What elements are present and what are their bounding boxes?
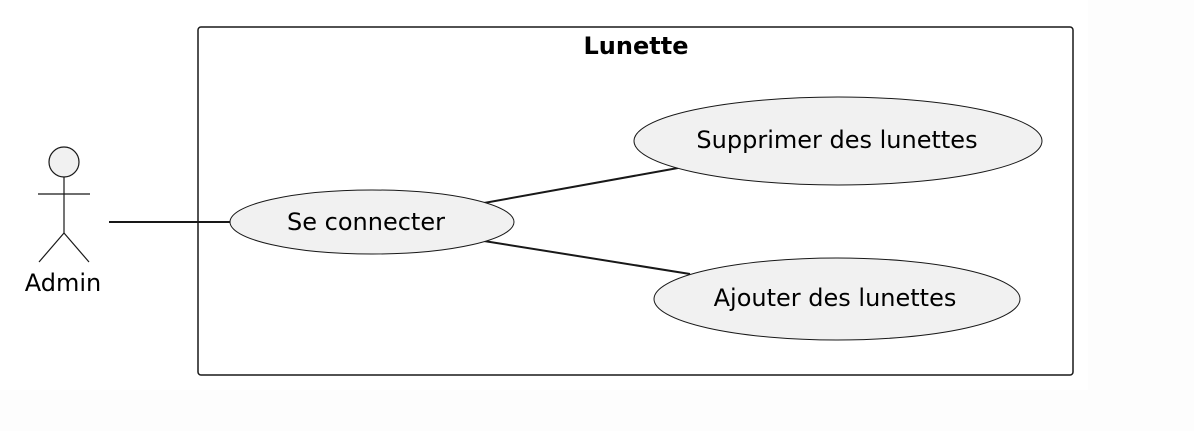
use-case-add-label: Ajouter des lunettes <box>714 284 957 312</box>
actor-left-leg <box>38 232 65 263</box>
actor-admin[interactable]: Admin <box>25 146 102 297</box>
use-case-login-ellipse <box>229 189 515 255</box>
actor-label: Admin <box>25 269 102 297</box>
actor-head-icon <box>48 146 80 178</box>
use-case-delete-ellipse <box>633 96 1043 186</box>
use-case-delete-label: Supprimer des lunettes <box>696 126 977 154</box>
use-case-add-ellipse <box>653 257 1021 341</box>
actor-right-leg <box>63 232 90 263</box>
login-delete-association <box>483 167 679 204</box>
system-title: Lunette <box>584 32 689 60</box>
use-case-login-label: Se connecter <box>287 208 445 236</box>
use-case-delete[interactable]: Supprimer des lunettes <box>633 96 1043 186</box>
login-add-association <box>483 240 691 275</box>
use-case-login[interactable]: Se connecter <box>229 189 515 255</box>
use-case-add[interactable]: Ajouter des lunettes <box>653 257 1021 341</box>
